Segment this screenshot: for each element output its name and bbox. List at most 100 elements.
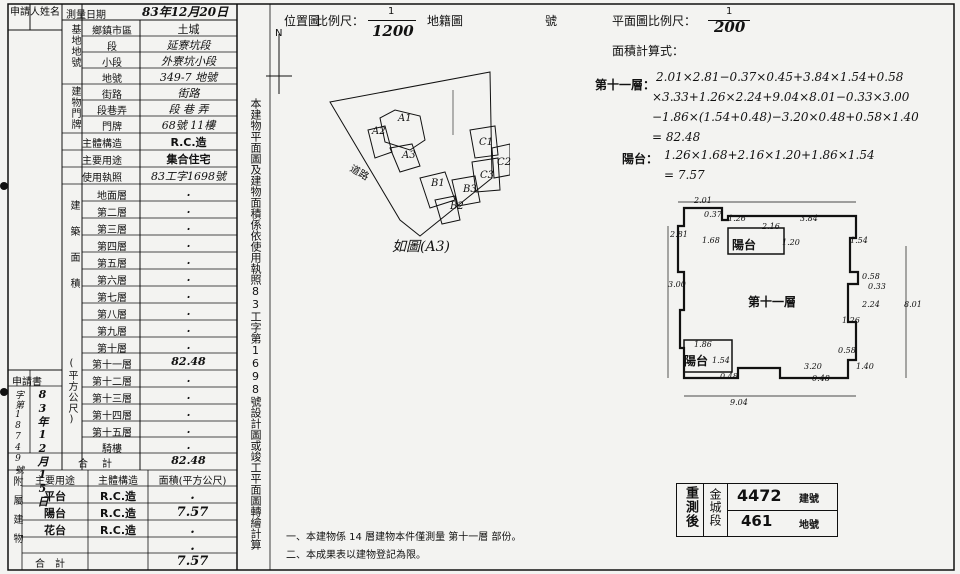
number-label: 號 bbox=[545, 14, 558, 28]
structure-value: R.C.造 bbox=[170, 136, 207, 149]
location-map-title: 位置圖 bbox=[284, 14, 321, 28]
permit-label: 使用執照 bbox=[82, 173, 122, 184]
total-label: 合計 bbox=[78, 459, 126, 470]
floor-label: 第十三層 bbox=[92, 394, 132, 405]
street-label: 街路 bbox=[102, 90, 122, 101]
dimension-label: 8.01 bbox=[904, 300, 922, 309]
vertical-note: 本建物平面圖及建物面積係依使用執照83工字第1698號設計圖或竣工平面圖轉繪計算 bbox=[249, 98, 262, 550]
attached-header-area: 面積(平方公尺) bbox=[158, 476, 227, 487]
floor-area-value: . bbox=[186, 220, 191, 233]
plan-balcony-top: 陽台 bbox=[732, 238, 757, 252]
attached-cell: 花台 bbox=[44, 524, 66, 537]
district-label: 鄉鎮市區 bbox=[92, 26, 132, 37]
attached-cell: R.C.造 bbox=[99, 524, 137, 537]
floor-label: 第十二層 bbox=[92, 377, 132, 388]
floor-area-value: . bbox=[186, 406, 191, 419]
floor-label: 第四層 bbox=[97, 242, 127, 253]
dimension-label: 3.20 bbox=[804, 362, 822, 371]
floor-area-value: . bbox=[186, 254, 191, 267]
balcony-formula-2: = 7.57 bbox=[664, 168, 705, 182]
door-no-label: 門牌 bbox=[102, 122, 122, 133]
door-group: 建物門牌 bbox=[69, 86, 80, 130]
block-c3: C3 bbox=[480, 170, 495, 181]
survey-date: 83年12月20日 bbox=[142, 5, 229, 19]
floor-label: 第九層 bbox=[97, 327, 127, 338]
dimension-label: 3.00 bbox=[668, 280, 686, 289]
location-caption: 如圖(A3) bbox=[392, 239, 450, 255]
calc-label: 面積計算式： bbox=[612, 44, 685, 58]
dimension-label: 0.37 bbox=[704, 210, 722, 219]
floor-label: 第十四層 bbox=[92, 411, 132, 422]
plan-scale-bar bbox=[708, 20, 750, 21]
floor-area-value: . bbox=[186, 237, 191, 250]
floor-area-value: . bbox=[186, 305, 191, 318]
permit-value: 83工字1698號 bbox=[151, 170, 226, 183]
floor-label: 第八層 bbox=[97, 310, 127, 321]
attached-cell: R.C.造 bbox=[99, 490, 137, 503]
dimension-label: 0.48 bbox=[720, 372, 738, 381]
floor-area-value: . bbox=[186, 288, 191, 301]
attached-cell: . bbox=[190, 522, 195, 537]
dimension-label: 9.04 bbox=[730, 398, 748, 407]
dimension-label: 0.33 bbox=[868, 282, 886, 291]
dimension-label: 1.86 bbox=[694, 340, 712, 349]
floor-area-value: . bbox=[186, 439, 191, 452]
attached-cell: 7.57 bbox=[176, 505, 209, 520]
dimension-label: 2.24 bbox=[862, 300, 880, 309]
plan-scale-den: 200 bbox=[714, 18, 746, 36]
survey-date-label: 測量日期 bbox=[66, 10, 106, 21]
floor-label: 騎樓 bbox=[102, 444, 122, 455]
subsection-label: 小段 bbox=[102, 58, 122, 69]
stamp-land-label: 地號 bbox=[799, 520, 819, 531]
dimension-label: 0.58 bbox=[838, 346, 856, 355]
attached-header-use: 主要用途 bbox=[35, 476, 75, 487]
application-label: 申請書 bbox=[12, 377, 42, 388]
plan-room-label: 第十一層 bbox=[748, 295, 797, 309]
attached-cell: 陽台 bbox=[44, 507, 66, 520]
dimension-label: 1.54 bbox=[850, 236, 868, 245]
floor-label: 第十一層 bbox=[92, 360, 132, 371]
door-no-value: 68號 11樓 bbox=[161, 119, 216, 132]
block-b1: B1 bbox=[431, 178, 445, 189]
floor-area-value: . bbox=[186, 339, 191, 352]
floor-label: 第二層 bbox=[97, 208, 127, 219]
attached-cell: . bbox=[190, 539, 195, 554]
formula-line-4: = 82.48 bbox=[652, 130, 701, 144]
floor-area-value: . bbox=[186, 186, 191, 199]
floor-label: 第三層 bbox=[97, 225, 127, 236]
floor-area-value: . bbox=[186, 389, 191, 402]
section-value: 延寮坑段 bbox=[166, 39, 211, 52]
district-value: 土城 bbox=[177, 23, 200, 36]
site-plan-sketch bbox=[266, 34, 510, 237]
plan-scale-label: 平面圖比例尺： bbox=[612, 14, 697, 28]
application-date: 83年12月15日 bbox=[36, 388, 49, 508]
registration-stamp: 重測後 金城段 4472 建號 461 地號 bbox=[676, 483, 838, 537]
floor-area-value: . bbox=[186, 423, 191, 436]
lot-value: 349-7 地號 bbox=[159, 71, 218, 84]
floor-plan-drawing bbox=[667, 201, 907, 397]
floor-label: 第六層 bbox=[97, 276, 127, 287]
use-value: 集合住宅 bbox=[166, 153, 211, 166]
stamp-land-no: 461 bbox=[741, 512, 773, 530]
floor-area-value: 82.48 bbox=[171, 355, 206, 368]
block-a1: A1 bbox=[398, 113, 412, 124]
floor-area-value: . bbox=[186, 271, 191, 284]
location-scale-den: 1200 bbox=[372, 22, 414, 40]
dimension-label: 1.40 bbox=[856, 362, 874, 371]
floor-label: 地面層 bbox=[97, 191, 127, 202]
floor-area-value: . bbox=[186, 203, 191, 216]
note-1: 一、本建物係 14 層建物本件僅測量 第十一層 部份。 bbox=[286, 532, 522, 543]
dimension-label: 1.26 bbox=[728, 214, 746, 223]
stamp-section: 金城段 bbox=[708, 488, 722, 527]
floor-label: 第十五層 bbox=[92, 428, 132, 439]
street-value: 街路 bbox=[177, 87, 200, 100]
block-b2: B2 bbox=[450, 201, 464, 212]
attached-header-structure: 主體構造 bbox=[98, 476, 138, 487]
subsection-value: 外寮坑小段 bbox=[161, 55, 216, 68]
block-c1: C1 bbox=[479, 137, 494, 148]
area-unit: (平方公尺) bbox=[66, 358, 77, 426]
block-a2: A2 bbox=[372, 126, 386, 137]
dimension-label: 0.48 bbox=[812, 374, 830, 383]
floor-label: 第七層 bbox=[97, 293, 127, 304]
